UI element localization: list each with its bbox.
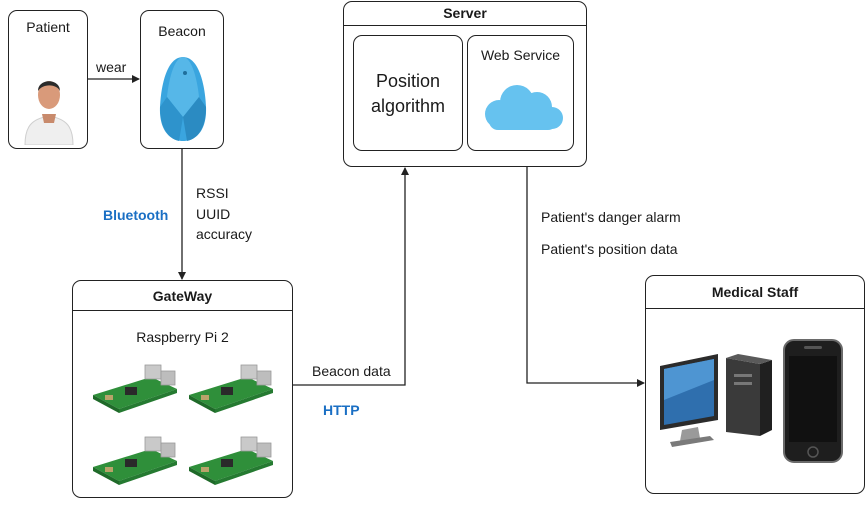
position-data-label: Patient's position data bbox=[541, 241, 678, 257]
gateway-node: GateWay Raspberry Pi 2 bbox=[72, 280, 293, 498]
rssi-label: RSSI bbox=[196, 185, 229, 201]
raspberry-pi-icon bbox=[93, 436, 177, 485]
medical-staff-node: Medical Staff bbox=[645, 275, 865, 494]
raspberry-pi-icon bbox=[189, 436, 273, 485]
raspberry-pi-label: Raspberry Pi 2 bbox=[136, 329, 229, 345]
position-algorithm-label: Position algorithm bbox=[370, 71, 446, 116]
accuracy-label: accuracy bbox=[196, 226, 253, 242]
server-staff-arrow bbox=[526, 167, 645, 387]
danger-alarm-label: Patient's danger alarm bbox=[541, 209, 681, 225]
beacon-icon bbox=[159, 57, 207, 141]
smartphone-icon bbox=[783, 339, 843, 463]
beacon-data-label: Beacon data bbox=[312, 363, 391, 379]
cloud-icon bbox=[485, 85, 563, 130]
beacon-node: Beacon bbox=[140, 10, 224, 149]
desktop-computer-icon bbox=[660, 354, 772, 447]
web-service-box: Web Service bbox=[467, 35, 574, 151]
server-node: Server Position algorithm Web Service bbox=[343, 1, 587, 167]
wear-label: wear bbox=[96, 59, 127, 75]
http-label: HTTP bbox=[323, 402, 360, 418]
patient-node: Patient bbox=[8, 10, 88, 149]
server-title: Server bbox=[344, 2, 586, 26]
position-algorithm-box: Position algorithm bbox=[353, 35, 463, 151]
web-service-label: Web Service bbox=[480, 47, 561, 63]
raspberry-pi-icon bbox=[93, 364, 177, 413]
gateway-title: GateWay bbox=[73, 281, 292, 311]
uuid-label: UUID bbox=[196, 206, 231, 222]
bluetooth-label: Bluetooth bbox=[103, 207, 169, 223]
gateway-server-arrow bbox=[293, 167, 409, 386]
beacon-title: Beacon bbox=[158, 23, 206, 39]
person-icon bbox=[24, 81, 74, 145]
medical-staff-title: Medical Staff bbox=[646, 276, 864, 309]
patient-title: Patient bbox=[26, 19, 70, 35]
raspberry-pi-icon bbox=[189, 364, 273, 413]
